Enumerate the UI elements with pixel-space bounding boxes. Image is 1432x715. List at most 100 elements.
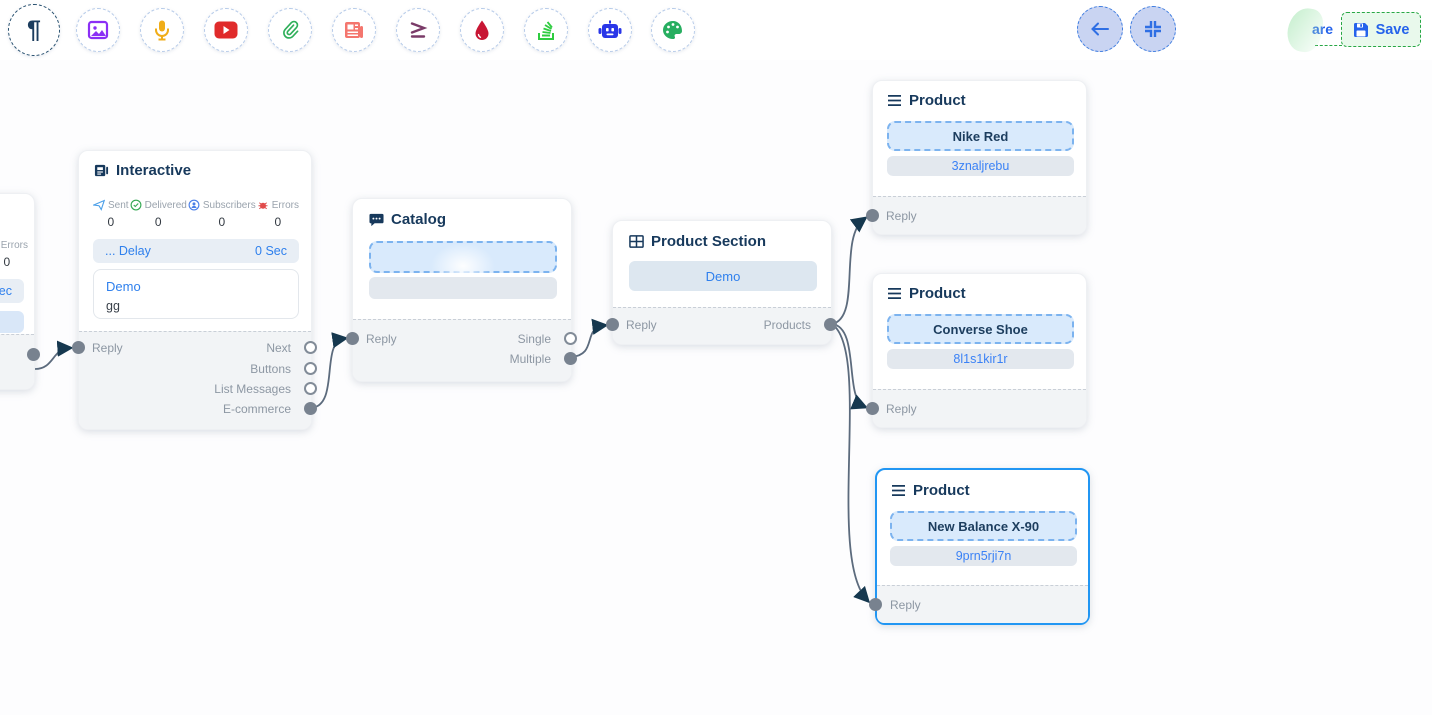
product-list-icon	[888, 95, 901, 106]
stack-icon	[538, 21, 554, 40]
tool-text-format[interactable]: ¶	[8, 4, 60, 56]
input-label: Reply	[886, 402, 917, 416]
catalog-chat-icon	[369, 213, 384, 227]
stat-value: 0	[3, 255, 11, 269]
output-label: Multiple	[509, 352, 551, 366]
product-section-grid-icon	[629, 235, 644, 248]
input-handle-reply[interactable]	[72, 341, 85, 354]
delay-chip[interactable]: 0 Sec	[0, 279, 24, 303]
tool-sequence[interactable]	[396, 8, 440, 52]
product-name: Converse Shoe	[933, 321, 1028, 337]
output-label: E-commerce	[222, 402, 291, 416]
tool-palette[interactable]	[651, 8, 695, 52]
delay-value: 0 Sec	[255, 244, 287, 258]
node-product-2[interactable]: Product Converse Shoe 8l1s1kir1r Reply	[866, 273, 1087, 428]
input-handle-reply[interactable]	[866, 402, 879, 415]
node-footer: Reply	[866, 389, 1086, 427]
edge-message-to-interactive	[34, 340, 74, 370]
output-handle-next[interactable]	[304, 341, 317, 354]
greater-equal-icon	[410, 22, 428, 38]
delay-value: 0 Sec	[0, 284, 12, 298]
output-handle-ecommerce[interactable]	[304, 402, 317, 415]
node-product-1[interactable]: Product Nike Red 3znaljrebu Reply	[866, 80, 1087, 235]
node-product-3[interactable]: Product New Balance X-90 9prn5rji7n Repl…	[869, 468, 1090, 625]
tool-audio[interactable]	[140, 8, 184, 52]
output-label: Buttons	[250, 362, 291, 376]
output-handle-single[interactable]	[564, 332, 577, 345]
droplet-icon	[475, 20, 489, 40]
output-label: Products	[763, 318, 811, 332]
node-title-label: Product	[909, 285, 966, 302]
catalog-empty-field[interactable]	[369, 277, 557, 299]
output-handle-buttons[interactable]	[304, 362, 317, 375]
stat-label: Subscribers	[202, 199, 256, 211]
node-interactive[interactable]: Interactive Sent 0 Delivered 0	[72, 150, 317, 430]
output-handle-products[interactable]	[824, 318, 837, 331]
toolbar: ¶ are Save	[0, 0, 1432, 60]
retailer-id-box[interactable]: 3znaljrebu	[887, 156, 1074, 176]
tool-attachment[interactable]	[268, 8, 312, 52]
message-body: gg	[106, 299, 120, 313]
product-name-box[interactable]: Converse Shoe	[887, 314, 1074, 344]
retailer-id-box[interactable]: 8l1s1kir1r	[887, 349, 1074, 369]
edge-products-to-product2	[831, 323, 869, 410]
save-button[interactable]: Save	[1341, 12, 1421, 47]
retailer-id-box[interactable]: 9prn5rji7n	[890, 546, 1077, 566]
delay-chip[interactable]: ... Delay 0 Sec	[93, 239, 299, 263]
microphone-icon	[155, 20, 169, 41]
stat-value: 0	[274, 215, 282, 229]
save-label: Save	[1375, 21, 1410, 38]
product-name-box[interactable]: Nike Red	[887, 121, 1074, 151]
product-list-icon	[888, 288, 901, 299]
node-footer: Reply	[866, 196, 1086, 234]
retailer-id: 8l1s1kir1r	[953, 352, 1008, 366]
section-name-box[interactable]: Demo	[629, 261, 817, 291]
stat-value: 0	[107, 215, 115, 229]
newspaper-icon	[345, 22, 363, 38]
node-footer: Reply Products	[606, 307, 837, 344]
node-catalog[interactable]: Catalog Reply Single Multiple	[346, 198, 577, 382]
retailer-id: 9prn5rji7n	[955, 549, 1012, 563]
edge-products-to-product3	[831, 323, 871, 604]
input-handle-reply[interactable]	[869, 598, 882, 611]
product-name-box[interactable]: New Balance X-90	[890, 511, 1077, 541]
subscribers-person-icon	[188, 199, 200, 211]
node-partial-left[interactable]: Errors 0 0 Sec Message	[0, 193, 40, 390]
errors-bug-icon	[258, 202, 268, 210]
input-handle-reply[interactable]	[606, 318, 619, 331]
reply-item-box[interactable]	[0, 311, 24, 333]
stat-label: Errors	[0, 239, 28, 251]
delivered-check-icon	[130, 199, 142, 211]
input-label: Reply	[92, 341, 123, 355]
node-footer: Reply Single Multiple	[346, 319, 577, 381]
stat-label: Delivered	[144, 199, 187, 211]
message-box[interactable]: Demo gg	[93, 269, 299, 319]
input-label: Reply	[886, 209, 917, 223]
catalog-dropzone[interactable]	[369, 241, 557, 289]
output-label: List Messages	[214, 382, 291, 396]
tool-stack[interactable]	[524, 8, 568, 52]
output-label: Single	[517, 332, 551, 346]
fit-view-button[interactable]	[1130, 6, 1176, 52]
input-handle-reply[interactable]	[346, 332, 359, 345]
input-handle-reply[interactable]	[866, 209, 879, 222]
output-handle-multiple[interactable]	[564, 352, 577, 365]
output-handle-list-messages[interactable]	[304, 382, 317, 395]
back-button[interactable]	[1077, 6, 1123, 52]
tool-video[interactable]	[204, 8, 248, 52]
node-product-section[interactable]: Product Section Demo Reply Products	[606, 220, 837, 345]
node-title-label: Product	[913, 482, 970, 499]
stat-label: Sent	[108, 199, 129, 211]
sent-plane-icon	[93, 199, 105, 211]
output-label: Next	[266, 341, 291, 355]
image-icon	[87, 20, 109, 40]
product-list-icon	[892, 485, 905, 496]
output-handle-message[interactable]	[27, 348, 40, 361]
tool-drip[interactable]	[460, 8, 504, 52]
tool-image[interactable]	[76, 8, 120, 52]
youtube-icon	[214, 21, 238, 39]
tool-news[interactable]	[332, 8, 376, 52]
tool-bot[interactable]	[588, 8, 632, 52]
